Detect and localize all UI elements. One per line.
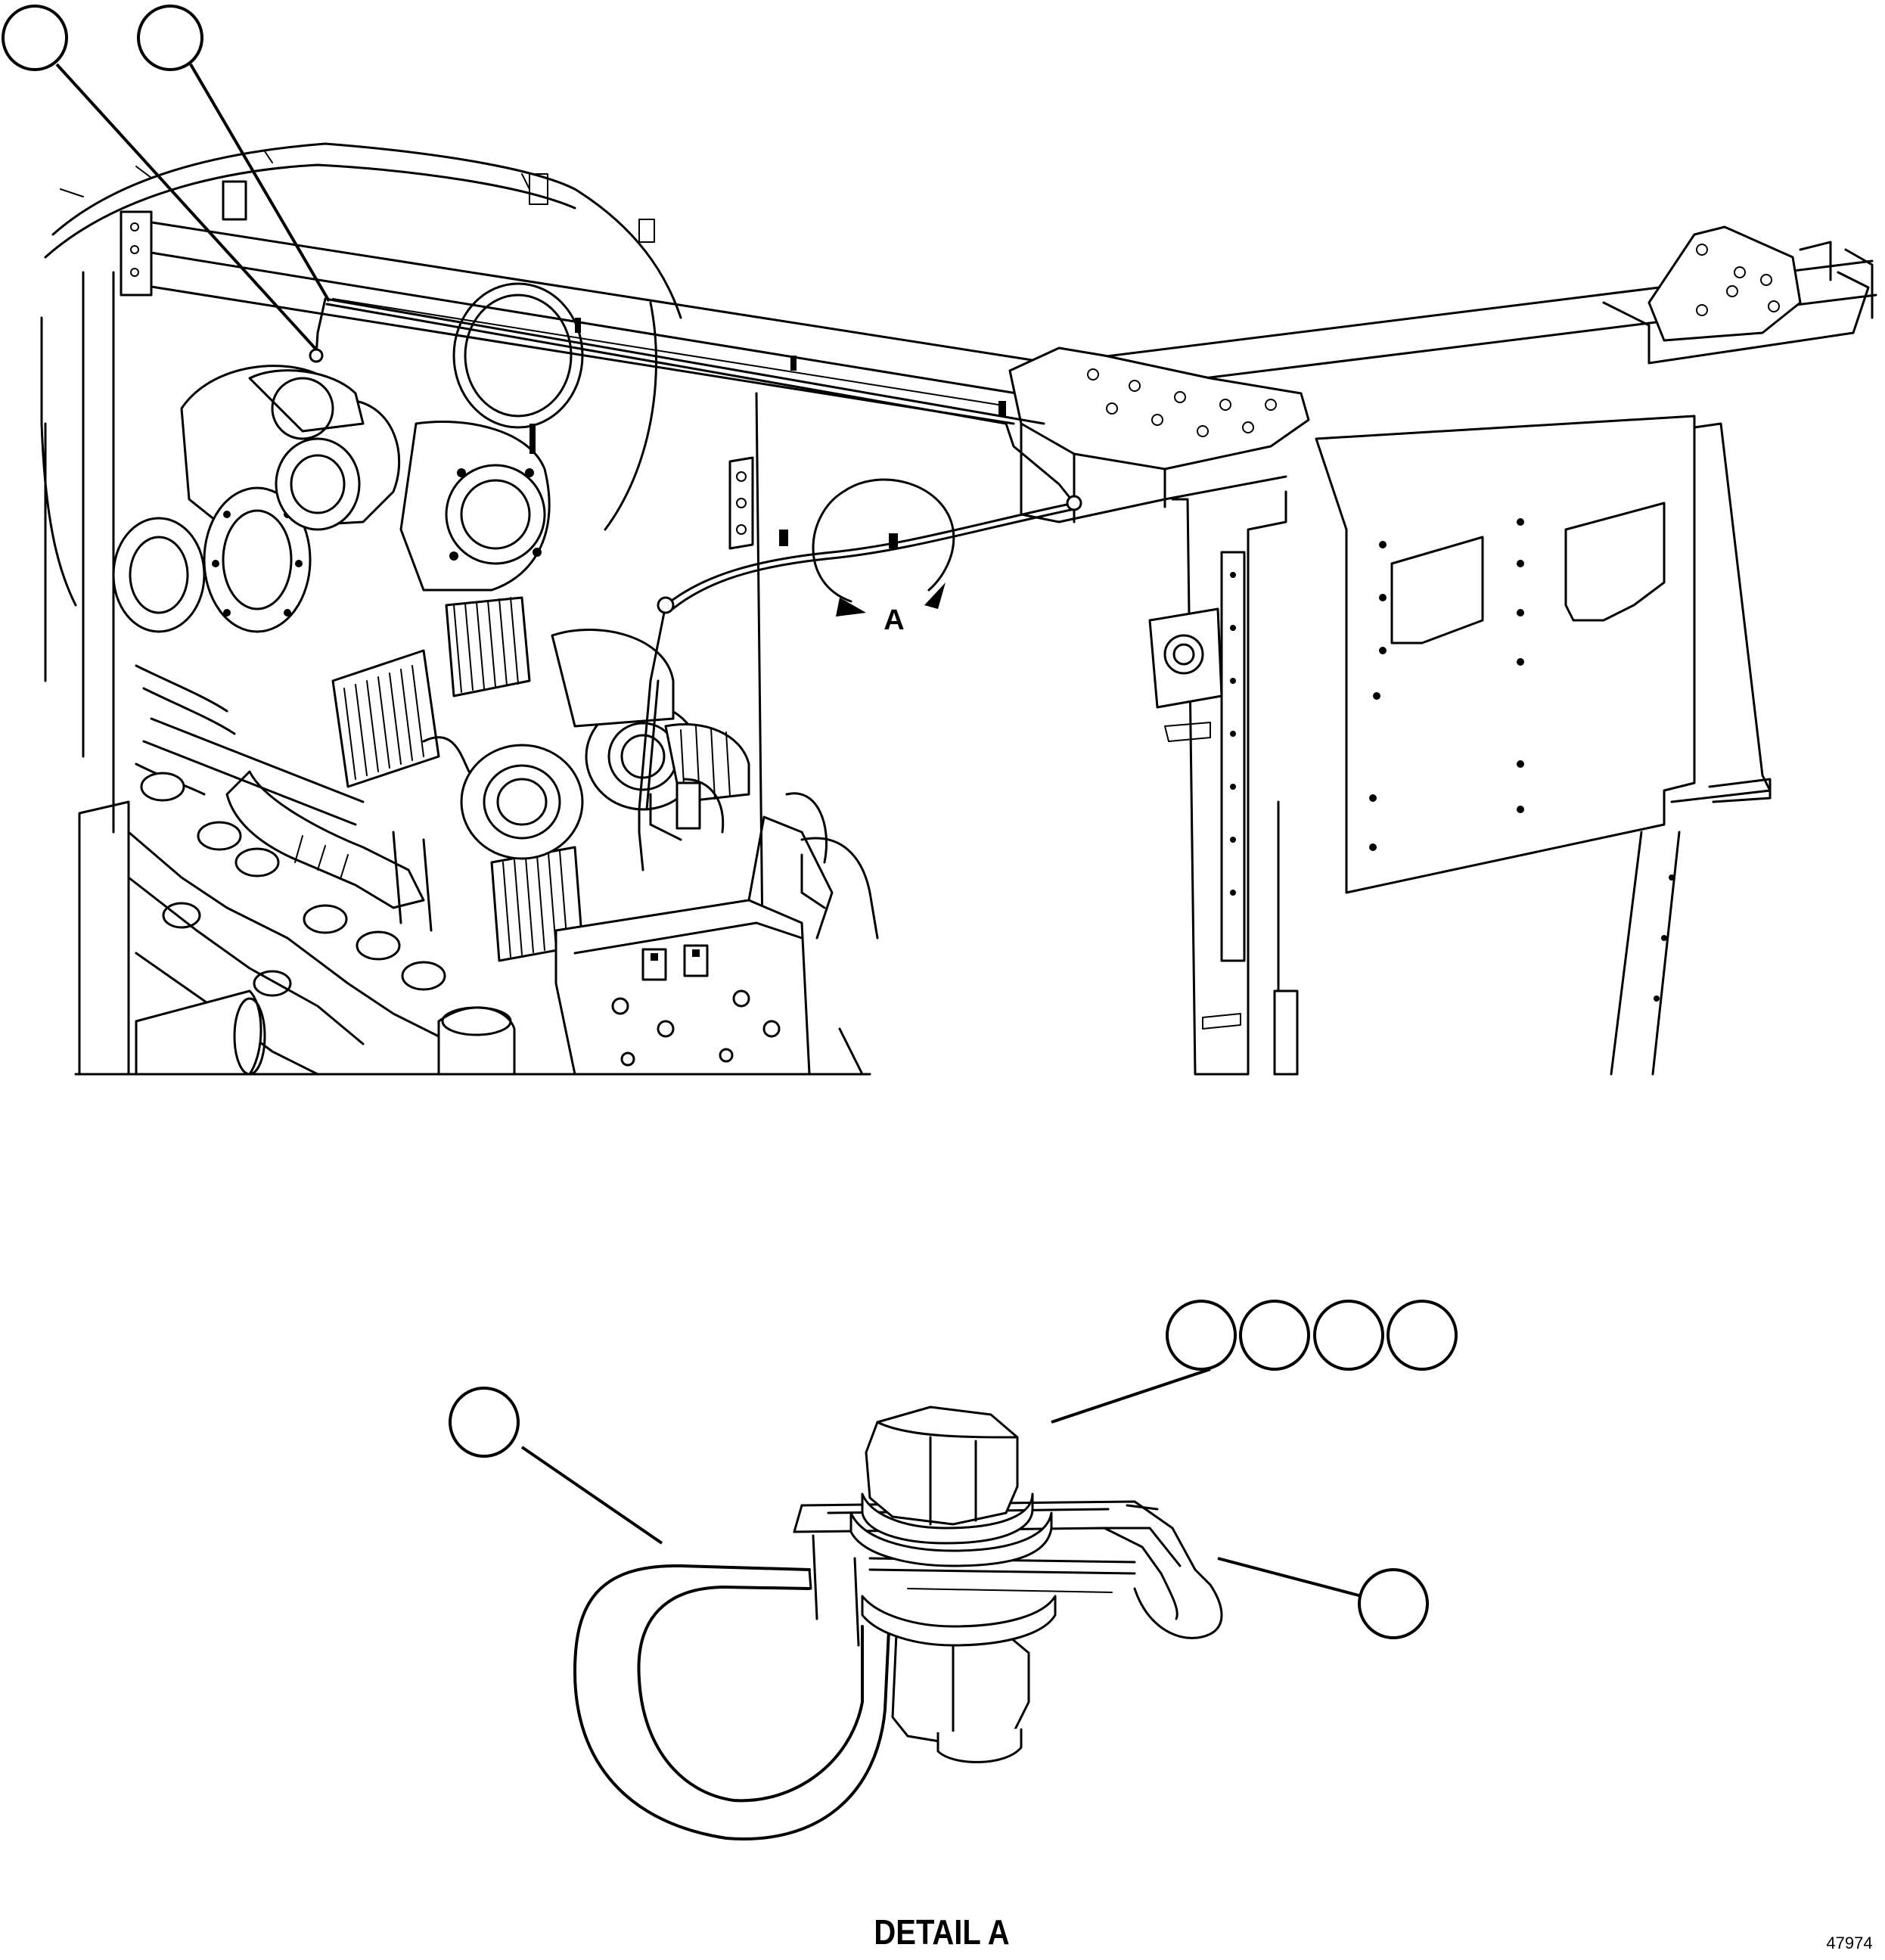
detail-marker-arrow-left — [836, 598, 866, 617]
bellows — [331, 596, 584, 962]
detail-a-marker: A — [812, 478, 955, 636]
figure-number: 47974 — [1826, 1934, 1872, 1952]
callout-bubble-1 — [2, 5, 68, 71]
callout-bubble-4 — [1166, 1300, 1237, 1371]
callout-bubble-8 — [1358, 1568, 1429, 1639]
detail-callouts — [449, 1300, 1458, 1639]
callout-bubble-3 — [449, 1387, 520, 1458]
callout-bubble-7 — [1387, 1300, 1458, 1371]
callout-bubble-5 — [1239, 1300, 1310, 1371]
detail-title: DETAIL A — [874, 1914, 1009, 1952]
detail-a-view: DETAIL A — [449, 1300, 1458, 1952]
sensor-cable — [309, 297, 1082, 871]
callout-bubble-6 — [1313, 1300, 1384, 1371]
detail-marker-label: A — [883, 604, 904, 636]
bolt-assembly — [849, 1406, 1057, 1763]
detail-marker-arrow-right — [924, 582, 946, 609]
main-callouts — [2, 5, 331, 351]
callout-bubble-2 — [137, 5, 203, 71]
left-frame — [44, 180, 247, 1076]
main-view: A — [2, 5, 1877, 1076]
shroud-outline — [40, 142, 682, 607]
engine-assembly — [74, 365, 879, 1076]
bulkhead-ring — [452, 282, 657, 531]
right-frame — [1008, 225, 1877, 1076]
